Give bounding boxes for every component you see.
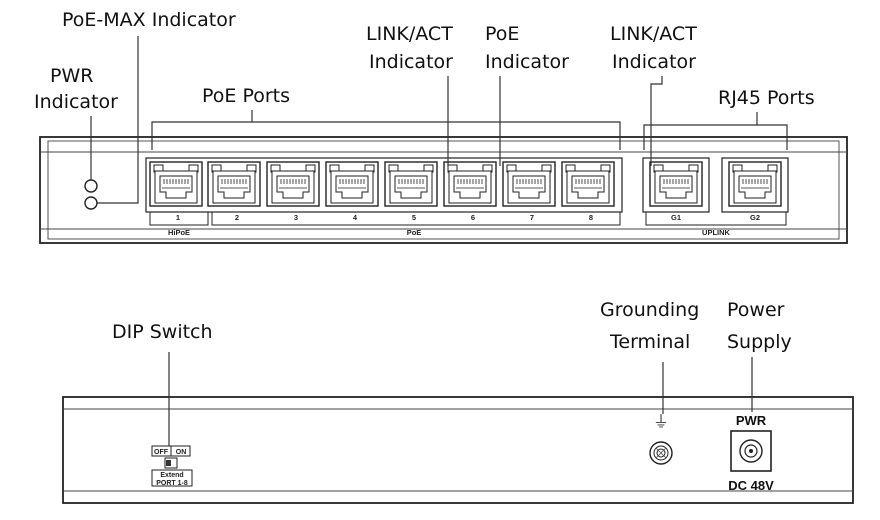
callout-poe-indicator: Indicator xyxy=(485,51,569,73)
poe-port-7 xyxy=(502,161,556,207)
power-supply: PWR DC 48V xyxy=(728,413,774,493)
rear-panel xyxy=(62,396,854,504)
poe-port-4 xyxy=(325,161,379,207)
dip-label-on: ON xyxy=(176,449,187,456)
dip-label-extend: Extend xyxy=(160,472,183,479)
port-number-8: 8 xyxy=(589,213,593,222)
poe-port-3 xyxy=(266,161,320,207)
group-label-hipoe: HiPoE xyxy=(168,228,190,237)
poe-port-1 xyxy=(149,161,203,207)
callout-power-supply: Supply xyxy=(727,331,792,353)
pwr-label: PWR xyxy=(736,413,767,428)
callout-link-act-label: LINK/ACT xyxy=(366,23,453,45)
dip-label-off: OFF xyxy=(154,449,169,456)
callout-link-act-indicator: Indicator xyxy=(369,51,453,73)
port-number-3: 3 xyxy=(294,213,298,222)
uplink-number-g1: G1 xyxy=(671,213,681,222)
callout-power-label: Power xyxy=(727,299,785,321)
callout-poe-label: PoE xyxy=(485,23,520,45)
dip-label-port-range: PORT 1-8 xyxy=(156,480,188,487)
grounding-terminal: ⏚ xyxy=(649,413,673,465)
callout-uplink-link-act-label: LINK/ACT xyxy=(610,23,697,45)
poe-port-6 xyxy=(443,161,497,207)
port-number-4: 4 xyxy=(353,213,358,222)
dc-48v-label: DC 48V xyxy=(728,478,774,493)
callout-pwr-label: PWR xyxy=(50,65,94,87)
uplink-port-g1 xyxy=(649,161,703,207)
dip-switch: OFF ON Extend PORT 1-8 xyxy=(151,445,193,487)
group-label-uplink: UPLINK xyxy=(702,228,731,237)
callout-uplink-link-act-indicator: Indicator xyxy=(612,51,696,73)
poe-port-8 xyxy=(561,161,615,207)
callout-poe-ports: PoE Ports xyxy=(202,85,291,107)
callout-grounding-label: Grounding xyxy=(600,299,700,321)
poe-port-5 xyxy=(384,161,438,207)
group-labels: HiPoE PoE UPLINK xyxy=(168,228,731,237)
poe-max-led xyxy=(84,196,98,210)
port-number-7: 7 xyxy=(530,213,534,222)
callout-poe-max-indicator: PoE-MAX Indicator xyxy=(62,9,236,31)
callout-pwr-indicator: Indicator xyxy=(34,91,118,113)
ground-symbol-icon: ⏚ xyxy=(653,413,669,431)
port-number-1: 1 xyxy=(176,213,180,222)
uplink-number-g2: G2 xyxy=(750,213,760,222)
group-brackets xyxy=(149,212,787,226)
pwr-led xyxy=(84,179,98,193)
port-number-labels: 1 2 3 4 5 6 7 8 G1 G2 xyxy=(176,213,760,222)
group-label-poe: PoE xyxy=(407,228,422,237)
callout-dip-switch: DIP Switch xyxy=(112,321,213,343)
uplink-port-g2 xyxy=(728,161,782,207)
callout-grounding-terminal: Terminal xyxy=(610,331,691,353)
port-number-6: 6 xyxy=(471,213,475,222)
front-leader-lines xyxy=(90,36,788,204)
callout-rj45-ports: RJ45 Ports xyxy=(718,87,815,109)
port-number-2: 2 xyxy=(235,213,239,222)
rear-leader-lines xyxy=(168,352,753,446)
port-number-5: 5 xyxy=(412,213,416,222)
poe-port-2 xyxy=(207,161,261,207)
